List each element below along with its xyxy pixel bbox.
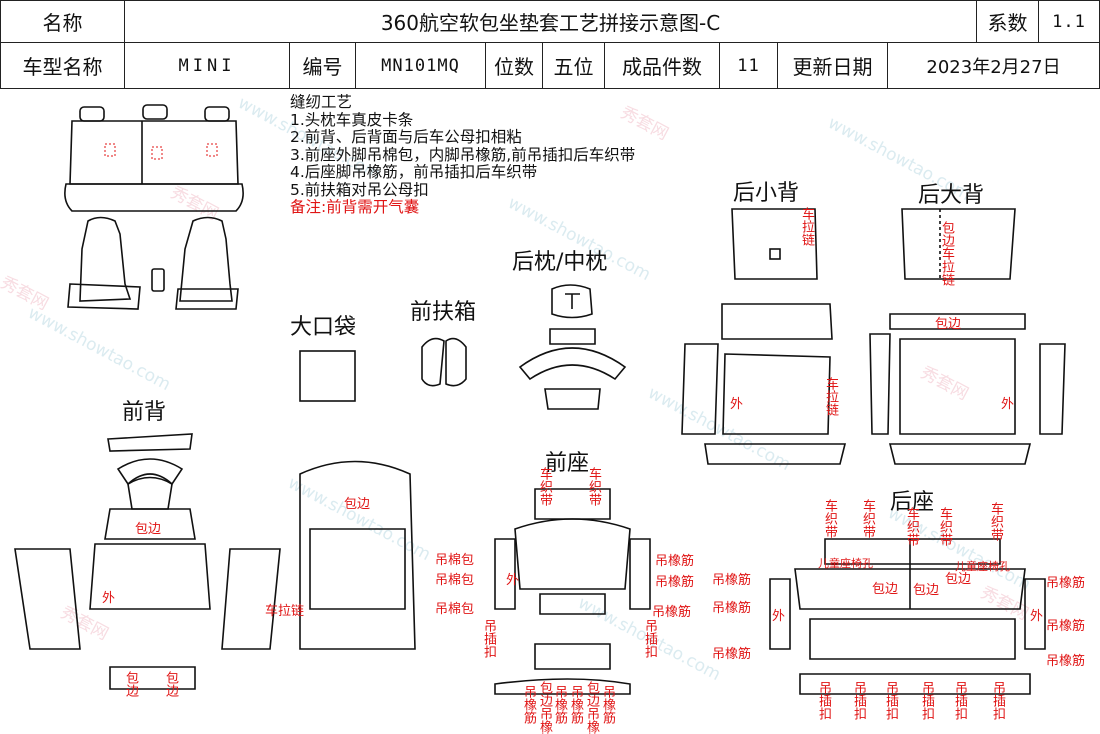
hang-cotton-label: 吊棉包 xyxy=(435,553,475,568)
section-title-front-armrest: 前扶箱 xyxy=(410,300,477,325)
section-title-rear-small-back: 后小背 xyxy=(733,181,800,206)
section-title-front-seat: 前座 xyxy=(545,451,590,476)
hang-buckle-label: 吊插扣 xyxy=(990,681,1005,720)
pieces-value: 11 xyxy=(720,43,778,88)
note-item: 3.前座外脚吊棉包，内脚吊橡筋,前吊插扣后车织带 xyxy=(290,145,636,164)
date-value: 2023年2月27日 xyxy=(888,43,1100,88)
hang-elastic-label: 吊橡筋 xyxy=(652,605,692,620)
binding-hang-elastic-label: 包边吊橡筋 xyxy=(537,681,552,734)
binding-zipper-label: 包边车拉链 xyxy=(939,221,954,286)
model-label: 车型名称 xyxy=(0,43,125,88)
hang-elastic-label: 吊橡筋 xyxy=(712,573,752,588)
seats-label: 位数 xyxy=(486,43,543,88)
hang-elastic-label: 吊橡筋 xyxy=(1046,619,1086,634)
outer-label: 外 xyxy=(102,591,116,606)
hang-elastic-label: 吊橡筋 xyxy=(1046,654,1086,669)
hang-buckle-label: 吊插扣 xyxy=(919,681,934,720)
sew-strap-label: 车织带 xyxy=(988,502,1003,541)
outer-label: 外 xyxy=(730,397,744,412)
header-row-1: 名称 360航空软包坐垫套工艺拼接示意图-C 系数 1.1 xyxy=(0,0,1100,43)
hang-elastic-label: 吊橡筋 xyxy=(655,575,695,590)
front-seat-pieces xyxy=(494,488,651,695)
sew-strap-label: 车织带 xyxy=(586,467,601,506)
outer-label: 外 xyxy=(772,609,786,624)
hang-buckle-label: 吊插扣 xyxy=(642,619,657,658)
sew-strap-label: 车织带 xyxy=(537,467,552,506)
binding-hang-elastic-label: 包边吊橡筋 xyxy=(584,681,599,734)
note-item: 4.后座脚吊橡筋，前吊插扣后车织带 xyxy=(290,163,538,181)
hang-elastic-label: 吊橡筋 xyxy=(552,685,567,724)
seats-value: 五位 xyxy=(543,43,605,88)
pattern-diagram: www.showtao.com 秀套网 www.showtao.com www.… xyxy=(0,89,1100,734)
sewing-notes: 缝纫工艺 1.头枕车真皮卡条 2.前背、后背面与后车公母扣相粘 3.前座外脚吊棉… xyxy=(290,93,636,217)
headrest-pieces xyxy=(518,284,627,410)
hang-elastic-label: 吊橡筋 xyxy=(655,554,695,569)
hang-buckle-label: 吊插扣 xyxy=(883,681,898,720)
outer-label: 外 xyxy=(506,573,520,588)
hang-elastic-label: 吊橡筋 xyxy=(600,685,615,724)
binding-label: 包边 xyxy=(123,671,138,697)
pattern-pieces-drawing xyxy=(14,104,1066,695)
section-title-big-pocket: 大口袋 xyxy=(290,315,357,340)
binding-label: 包边 xyxy=(945,572,972,587)
header-row-2: 车型名称 MINI 编号 MN101MQ 位数 五位 成品件数 11 更新日期 … xyxy=(0,43,1100,89)
rear-seat-overview xyxy=(64,104,244,212)
pieces-label: 成品件数 xyxy=(605,43,720,88)
zipper-label: 车拉链 xyxy=(799,207,814,246)
child-seat-hole-label: 儿童座椅孔 xyxy=(818,557,873,570)
model-value: MINI xyxy=(125,43,290,88)
hang-buckle-label: 吊插扣 xyxy=(952,681,967,720)
note-item: 5.前扶箱对吊公母扣 xyxy=(290,180,429,199)
rear-big-back-pieces xyxy=(869,208,1066,465)
factor-label: 系数 xyxy=(977,1,1039,42)
section-title-front-back: 前背 xyxy=(122,400,167,425)
date-label: 更新日期 xyxy=(778,43,888,88)
front-seat-overview xyxy=(67,216,239,310)
binding-label: 包边 xyxy=(913,583,940,598)
outer-label: 外 xyxy=(1001,397,1015,412)
section-title-rear-big-back: 后大背 xyxy=(918,183,985,208)
front-back-pieces xyxy=(14,433,416,690)
note-remark: 备注:前背需开气囊 xyxy=(290,198,420,216)
hang-buckle-label: 吊插扣 xyxy=(851,681,866,720)
hang-buckle-label: 吊插扣 xyxy=(816,681,831,720)
document-title: 360航空软包坐垫套工艺拼接示意图-C xyxy=(125,1,977,42)
binding-label: 包边 xyxy=(135,522,162,537)
hang-elastic-label: 吊橡筋 xyxy=(712,601,752,616)
note-item: 2.前背、后背面与后车公母扣相粘 xyxy=(290,128,522,146)
sew-strap-label: 车织带 xyxy=(904,507,919,546)
hang-elastic-label: 吊橡筋 xyxy=(1046,576,1086,591)
hang-buckle-label: 吊插扣 xyxy=(481,619,496,658)
notes-heading: 缝纫工艺 xyxy=(290,93,353,111)
binding-label: 包边 xyxy=(163,671,178,697)
child-seat-hole-label: 儿童座椅孔 xyxy=(955,560,1010,573)
note-item: 1.头枕车真皮卡条 xyxy=(290,110,414,129)
binding-label: 包边 xyxy=(872,582,899,597)
hang-elastic-label: 吊橡筋 xyxy=(712,647,752,662)
outer-label: 外 xyxy=(1030,609,1044,624)
factor-value: 1.1 xyxy=(1039,1,1100,42)
code-value: MN101MQ xyxy=(356,43,486,88)
hang-elastic-label: 吊橡筋 xyxy=(521,685,536,724)
binding-label: 包边 xyxy=(344,497,371,512)
binding-label: 包边 xyxy=(935,317,962,332)
zipper-label: 车拉链 xyxy=(265,604,305,619)
sew-strap-label: 车织带 xyxy=(937,507,952,546)
zipper-label: 车拉链 xyxy=(823,377,838,416)
hang-cotton-label: 吊棉包 xyxy=(435,602,475,617)
name-label: 名称 xyxy=(0,1,125,42)
front-armrest-pieces xyxy=(421,337,467,387)
rear-small-back-pieces xyxy=(681,208,847,465)
code-label: 编号 xyxy=(290,43,356,88)
rear-seat-pieces xyxy=(769,538,1046,695)
sew-strap-label: 车织带 xyxy=(860,499,875,538)
hang-cotton-label: 吊棉包 xyxy=(435,573,475,588)
section-title-headrest: 后枕/中枕 xyxy=(512,250,608,275)
hang-elastic-label: 吊橡筋 xyxy=(568,685,583,724)
section-title-rear-seat: 后座 xyxy=(890,490,935,515)
big-pocket-piece xyxy=(299,350,356,402)
sew-strap-label: 车织带 xyxy=(822,499,837,538)
